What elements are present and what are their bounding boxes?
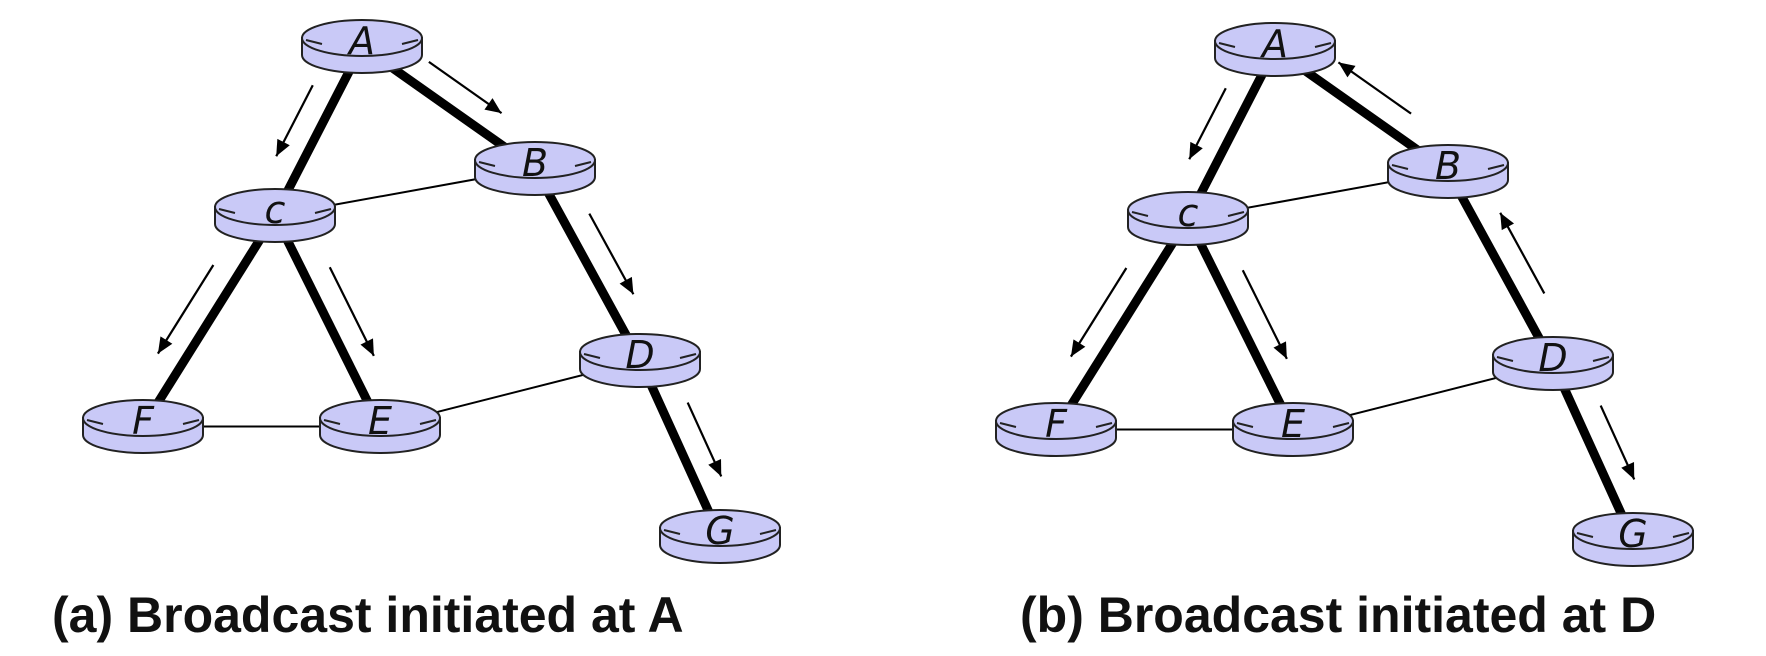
arrowhead-d-to-g [708,458,722,477]
tree-link-c-e [270,213,385,429]
edges-a [139,42,725,539]
tree-link-a-c [1183,47,1280,221]
router-top [1572,512,1694,550]
arrowhead-c-to-f [157,336,173,354]
router-top [214,188,336,226]
router-top [579,333,701,371]
tree-link-c-e [1183,216,1298,432]
edges-b [1052,45,1638,542]
arrowhead-c-to-f [1070,339,1086,357]
router-label-e: E [368,399,392,443]
router-top [474,141,596,179]
arrowhead-b-to-d [619,276,634,295]
router-top [1127,191,1249,229]
caption-b: (b) Broadcast initiated at D [1020,587,1656,643]
tree-link-c-f [1052,216,1192,432]
tree-link-d-g [1548,361,1638,542]
tree-link-b-d [531,166,644,363]
router-label-b: B [522,141,548,185]
router-node-b: B [474,141,596,196]
router-top [1387,144,1509,182]
router-label-c: c [1178,191,1199,235]
router-top [1492,336,1614,374]
router-top [1232,402,1354,440]
router-top [319,399,441,437]
router-label-g: G [1618,512,1647,556]
router-top [82,399,204,437]
arrows-a [156,60,723,477]
router-node-c: c [1127,191,1249,246]
tree-link-a-c [270,44,367,218]
arrowhead-a-to-c [276,138,290,157]
router-node-g: G [1572,512,1694,567]
router-label-f: F [1045,402,1068,446]
nodes-a: A BcD E F G [82,19,781,564]
router-label-e: E [1281,402,1305,446]
arrowhead-d-to-b [1500,212,1515,231]
arrow-c-to-e [1241,269,1288,360]
router-label-d: D [1538,336,1567,380]
tree-link-c-f [139,213,279,429]
router-node-f: F [82,399,204,454]
panel-a: A BcD E F G (a) Broadcast initiated at A [52,19,781,643]
router-node-f: F [995,402,1117,457]
arrowhead-a-to-b [484,98,502,114]
router-node-c: c [214,188,336,243]
arrowhead-d-to-g [1621,461,1635,480]
arrowhead-c-to-e [1273,341,1287,359]
router-top [301,19,423,57]
caption-a: (a) Broadcast initiated at A [52,587,684,643]
tree-link-b-d [1444,169,1557,366]
router-label-g: G [705,509,734,553]
router-label-c: c [265,188,286,232]
arrow-c-to-f [156,264,215,355]
router-node-e: E [1232,402,1354,457]
router-node-b: B [1387,144,1509,199]
arrowhead-b-to-a [1338,62,1356,78]
arrows-b [1069,61,1636,480]
router-top [995,402,1117,440]
arrowhead-c-to-e [360,338,374,356]
router-node-d: D [1492,336,1614,391]
router-node-a: A [301,19,423,74]
router-label-a: A [1259,22,1288,66]
router-top [1214,22,1336,60]
arrowhead-a-to-c [1189,141,1203,160]
nodes-b: A BcD E F G [995,22,1694,567]
router-node-a: A [1214,22,1336,77]
router-label-b: B [1435,144,1461,188]
router-label-a: A [346,19,375,63]
arrow-c-to-e [328,266,375,357]
router-node-e: E [319,399,441,454]
arrow-c-to-f [1069,267,1128,358]
router-top [659,509,781,547]
router-label-d: D [625,333,654,377]
tree-link-d-g [635,358,725,539]
panel-b: A BcD E F G (b) Broadcast initiated at D [995,22,1694,643]
router-node-g: G [659,509,781,564]
router-node-d: D [579,333,701,388]
router-label-f: F [132,399,155,443]
